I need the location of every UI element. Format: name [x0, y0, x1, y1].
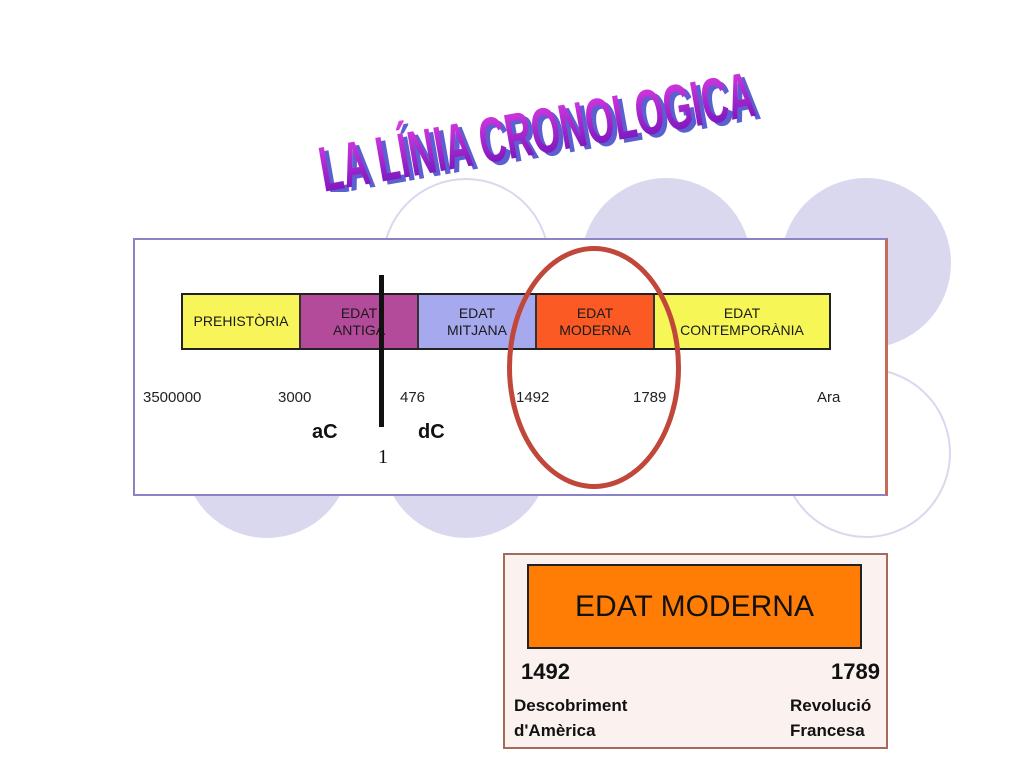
tick-label: Ara: [817, 389, 841, 406]
period-prehistoria: PREHISTÒRIA: [183, 295, 301, 348]
start-year: 1492: [521, 659, 570, 684]
end-event: Revolució Francesa: [790, 696, 872, 740]
period-edat-antiga: EDAT ANTIGA: [301, 295, 419, 348]
detail-card: EDAT MODERNA 1492 1789 Descobriment d'Am…: [503, 553, 888, 749]
period-edat-contemporania: EDAT CONTEMPORÀNIA: [655, 295, 829, 348]
tick-label: 3000: [278, 389, 312, 406]
era-label-ac: aC: [312, 421, 338, 443]
year-zero-divider: [379, 275, 384, 427]
period-bar: PREHISTÒRIA EDAT ANTIGA EDAT MITJANA EDA…: [181, 293, 831, 350]
detail-period-label: EDAT MODERNA: [527, 564, 862, 649]
timeline-card: PREHISTÒRIA EDAT ANTIGA EDAT MITJANA EDA…: [133, 238, 888, 496]
tick-label: 3500000: [143, 389, 202, 406]
start-event: Descobriment d'Amèrica: [514, 696, 628, 740]
tick-label: 476: [400, 389, 426, 406]
era-label-dc: dC: [418, 421, 445, 443]
page-title: LA LÍNIA CRONOLOGICA LA LÍNIA CRONOLOGIC…: [314, 58, 764, 192]
year-one-label: 1: [378, 446, 388, 468]
end-year: 1789: [831, 659, 880, 684]
highlight-ring: [507, 246, 681, 489]
